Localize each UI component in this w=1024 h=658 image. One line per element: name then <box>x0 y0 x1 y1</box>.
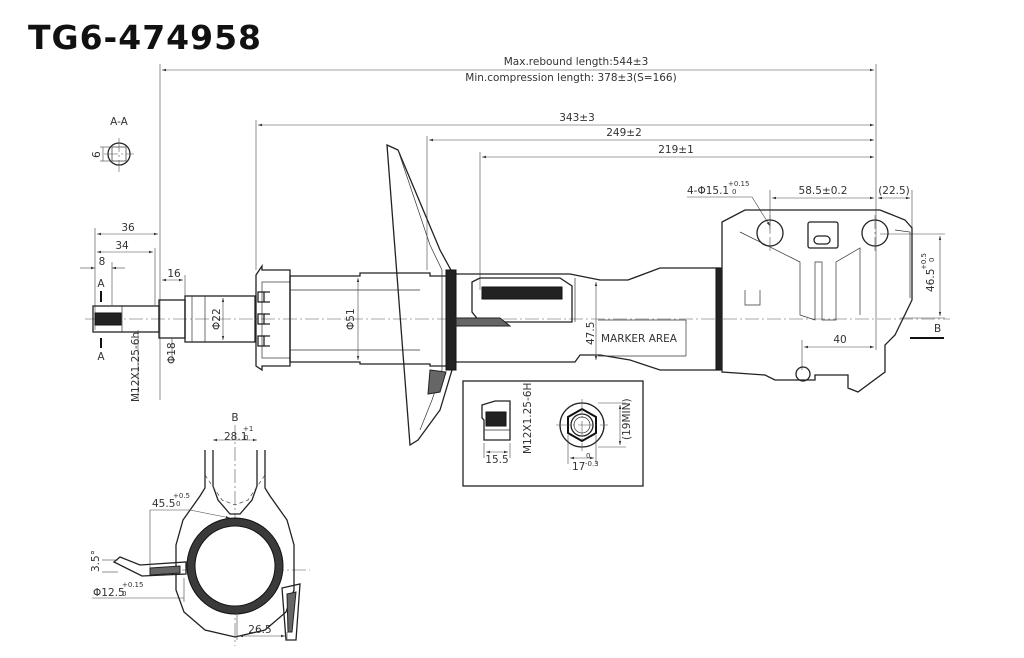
hole-dimension: 4-Φ15.1 +0.15 0 <box>687 180 771 227</box>
dim-16-label: 16 <box>167 268 181 280</box>
dimension-249: 249±2 <box>426 127 874 270</box>
view-b-28-1-label: 28.1 <box>224 431 247 443</box>
dim-46-5-label: 46.5 <box>925 269 937 292</box>
diameter-51-label: Φ51 <box>345 308 357 330</box>
dimension-22-5: (22.5) <box>878 185 913 230</box>
dim-40-label: 40 <box>833 334 846 346</box>
dim-249-label: 249±2 <box>606 127 642 139</box>
svg-text:0: 0 <box>122 590 126 598</box>
svg-text:0: 0 <box>732 188 736 196</box>
dim-58-5-label: 58.5±0.2 <box>799 185 848 197</box>
view-b-3-5-label: 3.5° <box>90 550 102 572</box>
svg-text:0: 0 <box>586 452 590 460</box>
view-b-title: B <box>231 412 238 424</box>
dim-22-5-label: (22.5) <box>878 185 910 197</box>
section-a-a-size: 6 <box>91 151 103 158</box>
view-b-12-5-label: Φ12.5 <box>93 587 125 599</box>
dim-34-label: 34 <box>115 240 129 252</box>
nut-thread-label: M12X1.25-6H <box>522 383 534 454</box>
svg-text:0: 0 <box>244 434 248 442</box>
svg-text:+0.5: +0.5 <box>173 492 190 500</box>
section-b-marker: B <box>910 323 944 339</box>
dimension-219: 219±1 <box>479 144 874 290</box>
dimension-34: 34 <box>97 240 156 305</box>
view-b-26-5-label: 26.5 <box>248 624 271 636</box>
dimension-8: 8 <box>80 256 125 305</box>
piston-rod-end <box>92 295 256 343</box>
dim-219-label: 219±1 <box>658 144 694 156</box>
section-b-label: B <box>934 323 941 335</box>
section-a-marker: A A <box>97 278 105 363</box>
stabilizer-bracket <box>455 277 576 327</box>
nut-19min-label: (19MIN) <box>621 398 633 440</box>
dimension-58-5: 58.5±0.2 <box>769 185 874 232</box>
nut-15-5-label: 15.5 <box>485 454 508 466</box>
svg-text:+0.5: +0.5 <box>920 253 928 270</box>
rod-diameter-labels: Φ22 Φ18 M12X1.25-6h <box>130 298 225 402</box>
view-b-45-5-label: 45.5 <box>152 498 175 510</box>
dimension-343: 343±3 <box>255 112 874 270</box>
section-marker-top: A <box>97 278 105 290</box>
dim-343-label: 343±3 <box>559 112 595 124</box>
part-number-title: TG6-474958 <box>28 18 263 57</box>
thread-label: M12X1.25-6h <box>130 332 142 402</box>
spring-seat <box>386 143 457 447</box>
section-marker-bottom: A <box>97 351 105 363</box>
dimension-46-5: 46.5 +0.5 0 <box>880 233 945 319</box>
dim-8-label: 8 <box>99 256 106 268</box>
svg-text:-0.3: -0.3 <box>585 460 599 468</box>
svg-text:+1: +1 <box>243 425 253 433</box>
svg-text:+0.15: +0.15 <box>728 180 749 188</box>
section-a-a-view: A-A 6 <box>91 116 134 172</box>
diameter-18-label: Φ18 <box>166 342 178 364</box>
overall-length-dimension: Max.rebound length:544±3 Min.compression… <box>159 56 877 400</box>
dim-47-5-label: 47.5 <box>585 322 597 345</box>
view-b: B 28.1 +1 0 45.5 +0.5 0 3.5° Φ12.5 +0.15 <box>90 412 310 646</box>
svg-text:0: 0 <box>176 500 180 508</box>
nut-detail-box: 15.5 M12X1.25-6H 17 0 -0.3 (19MIN) <box>462 380 644 487</box>
svg-text:0: 0 <box>928 258 936 262</box>
marker-area: 47.5 MARKER AREA <box>585 282 687 360</box>
min-compression-label: Min.compression length: 378±3(S=166) <box>465 72 676 84</box>
section-a-a-title: A-A <box>110 116 129 128</box>
dimension-16: 16 <box>162 268 186 298</box>
holes-label: 4-Φ15.1 <box>687 185 729 197</box>
marker-area-label: MARKER AREA <box>601 333 678 345</box>
diameter-22-label: Φ22 <box>211 308 223 330</box>
max-rebound-label: Max.rebound length:544±3 <box>504 56 649 68</box>
upper-cap <box>255 263 291 372</box>
dimension-36: 36 <box>94 222 158 330</box>
strut-main-body: Φ51 47.5 MARKER AREA <box>85 143 950 447</box>
nut-17-label: 17 <box>572 461 585 473</box>
knuckle-bracket <box>715 209 913 393</box>
dim-36-label: 36 <box>121 222 135 234</box>
dimension-40: 40 <box>801 334 874 370</box>
svg-text:+0.15: +0.15 <box>122 581 143 589</box>
